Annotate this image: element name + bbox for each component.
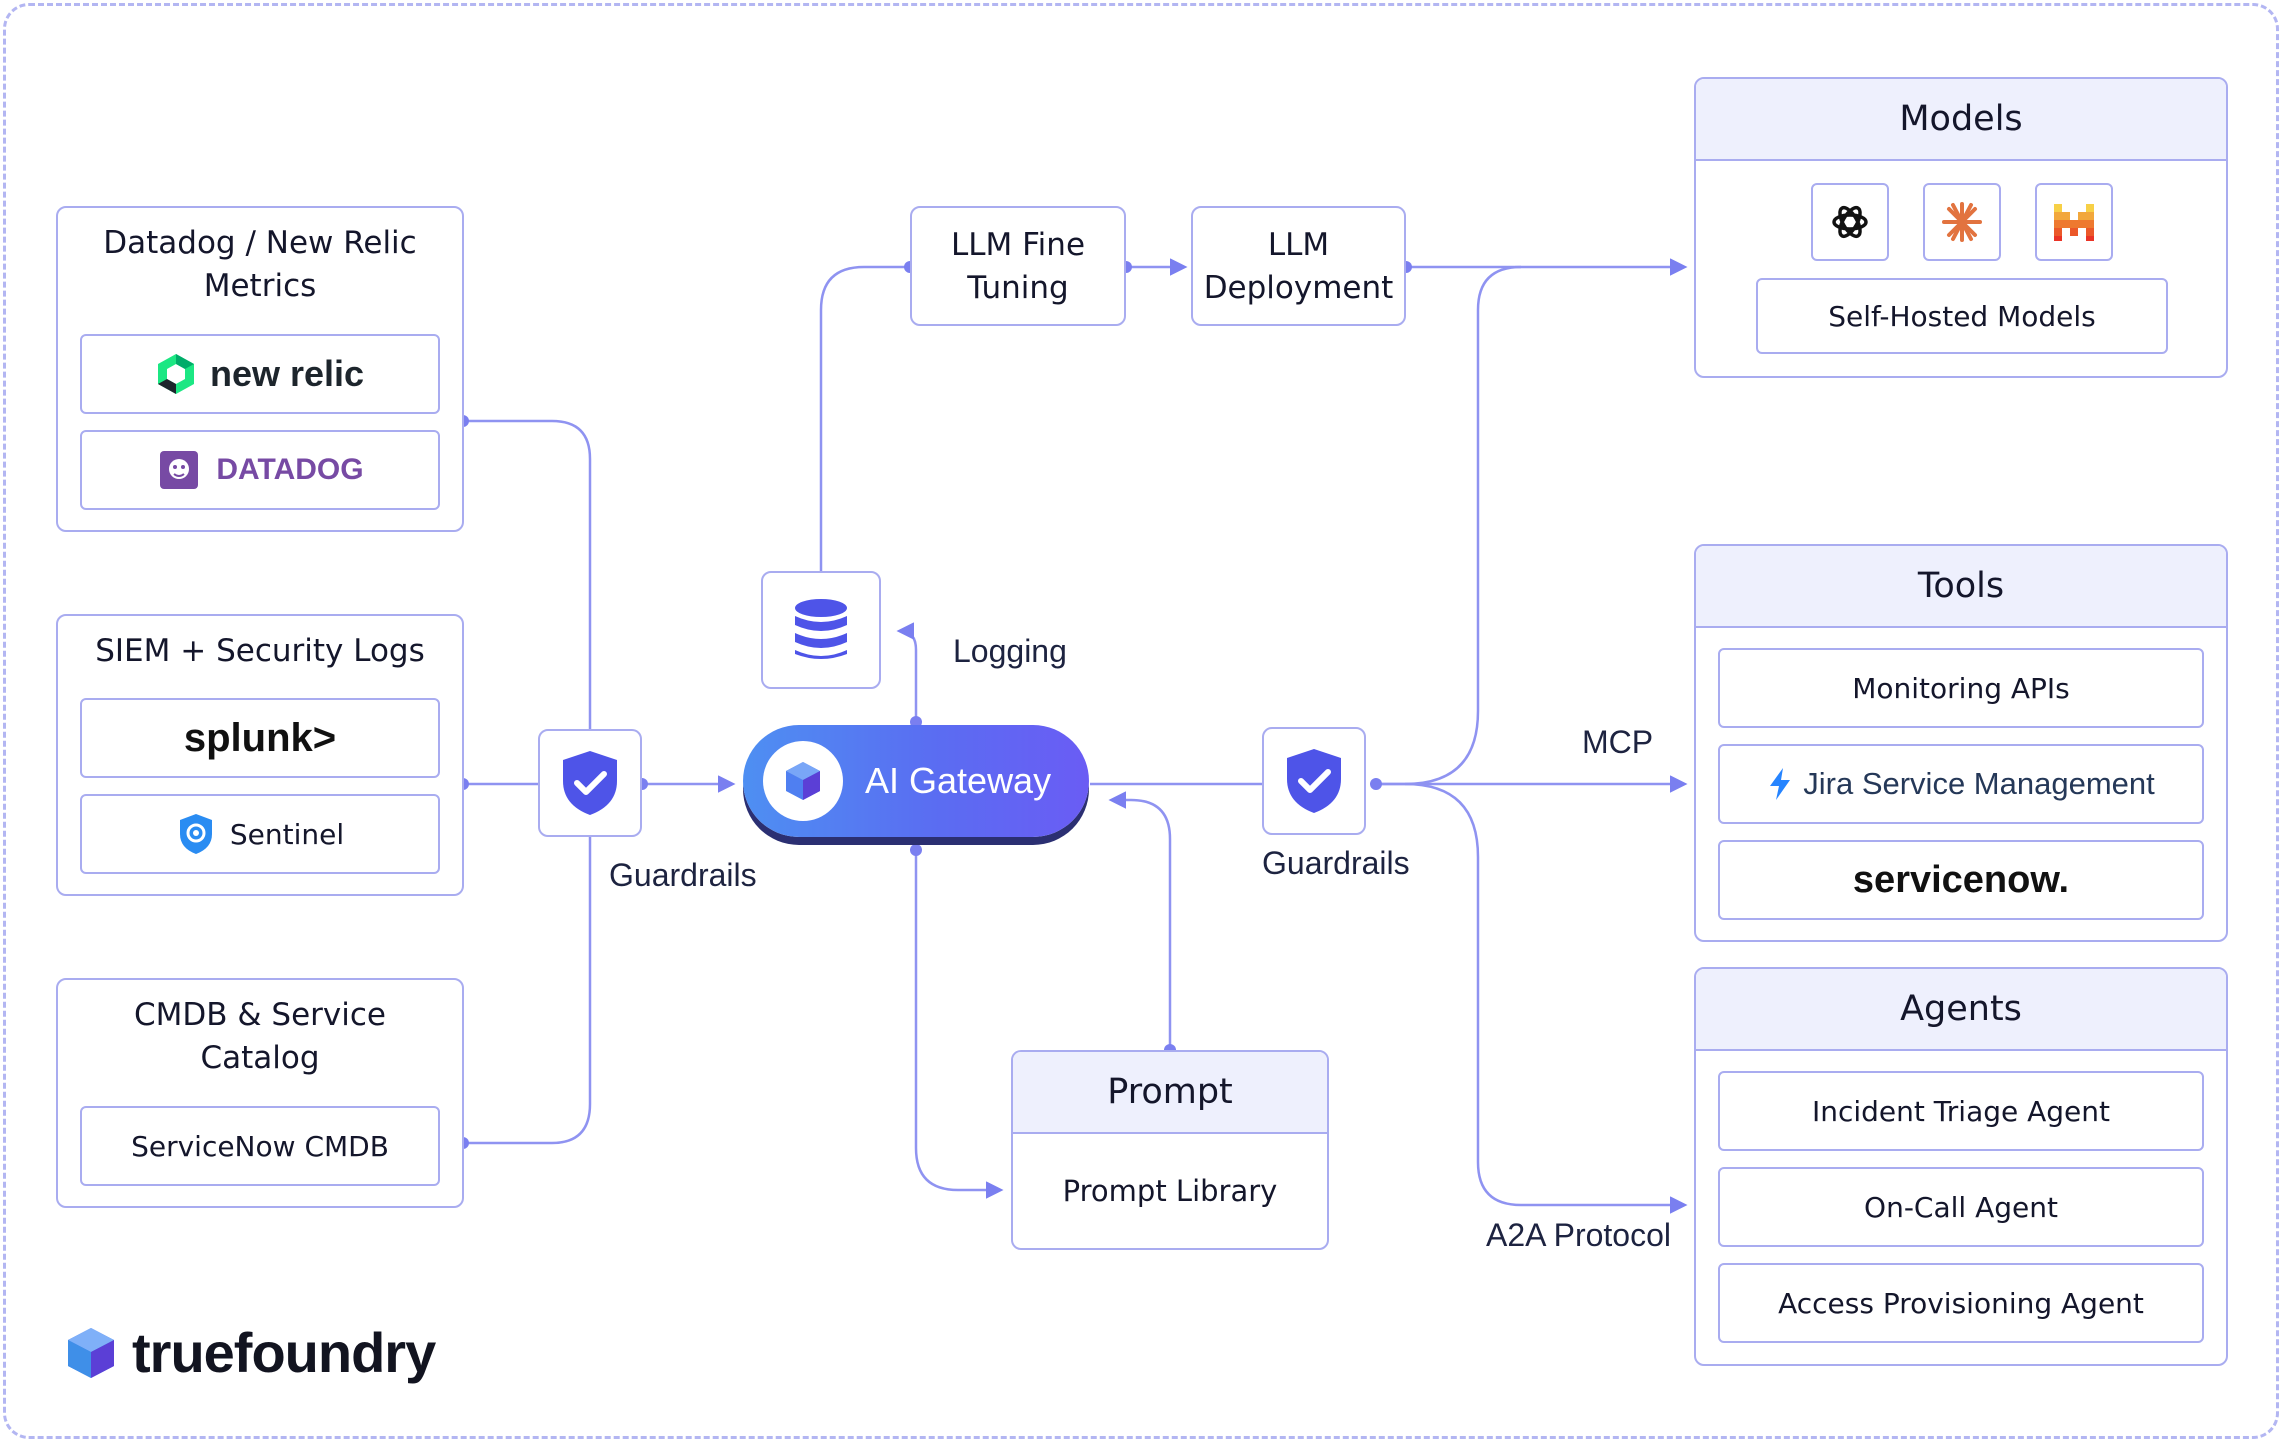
anthropic-icon[interactable] bbox=[1923, 183, 2001, 261]
observability-source-box: Datadog / New Relic Metrics new relic DA… bbox=[56, 206, 464, 532]
openai-icon[interactable] bbox=[1811, 183, 1889, 261]
jira-service-management-item[interactable]: Jira Service Management bbox=[1718, 744, 2204, 824]
guardrails-right-shield[interactable] bbox=[1262, 727, 1366, 835]
incident-triage-agent-label: Incident Triage Agent bbox=[1811, 1094, 2111, 1128]
wire-gateway-prompt bbox=[914, 850, 1004, 1199]
tools-header: Tools bbox=[1696, 546, 2226, 628]
newrelic-label: new relic bbox=[209, 353, 365, 394]
models-box: Models bbox=[1694, 77, 2228, 378]
wire-prompt-gateway bbox=[1108, 791, 1172, 1050]
guardrails-left-shield[interactable] bbox=[538, 729, 642, 837]
mistral-icon[interactable] bbox=[2035, 183, 2113, 261]
on-call-agent-label: On-Call Agent bbox=[1864, 1190, 2058, 1224]
prompt-library-item[interactable]: Prompt Library bbox=[1062, 1174, 1278, 1208]
wire-db-finetune bbox=[819, 265, 910, 571]
agents-box: Agents Incident Triage Agent On-Call Age… bbox=[1694, 967, 2228, 1366]
servicenow-cmdb-label: ServiceNow CMDB bbox=[131, 1129, 389, 1163]
ai-gateway-label: AI Gateway bbox=[865, 760, 1052, 801]
jira-bolt-icon bbox=[1770, 768, 1791, 800]
self-hosted-models-label: Self-Hosted Models bbox=[1828, 299, 2096, 333]
access-provisioning-agent-label: Access Provisioning Agent bbox=[1778, 1286, 2144, 1320]
llm-fine-tuning-label: LLM Fine Tuning bbox=[950, 227, 1086, 306]
shield-check-icon bbox=[563, 751, 617, 815]
datadog-item[interactable]: DATADOG bbox=[80, 430, 440, 510]
datadog-logo-icon bbox=[160, 451, 199, 489]
sentinel-shield-icon bbox=[179, 814, 212, 854]
newrelic-logo-icon bbox=[157, 354, 194, 394]
ai-gateway-node[interactable]: AI Gateway bbox=[743, 725, 1089, 837]
shield-check-icon-right bbox=[1287, 749, 1341, 813]
sentinel-label: Sentinel bbox=[229, 817, 345, 851]
jira-label: Jira Service Management bbox=[1803, 766, 2155, 801]
on-call-agent-item[interactable]: On-Call Agent bbox=[1718, 1167, 2204, 1247]
sentinel-item[interactable]: Sentinel bbox=[80, 794, 440, 874]
wire-to-agents bbox=[1404, 782, 1688, 1214]
datadog-label: DATADOG bbox=[216, 453, 364, 486]
agents-header: Agents bbox=[1696, 969, 2226, 1051]
logging-database[interactable] bbox=[761, 571, 881, 689]
logging-label: Logging bbox=[953, 633, 1067, 669]
prompt-box: Prompt Prompt Library bbox=[1011, 1050, 1329, 1250]
self-hosted-models-item[interactable]: Self-Hosted Models bbox=[1756, 278, 2168, 354]
diagram-frame bbox=[3, 3, 2279, 1439]
observability-title: Datadog / New Relic Metrics bbox=[103, 225, 417, 304]
truefoundry-wordmark: truefoundry bbox=[132, 1321, 436, 1384]
truefoundry-brand: truefoundry bbox=[64, 1320, 436, 1385]
splunk-label: splunk> bbox=[183, 715, 337, 760]
truefoundry-logo-icon bbox=[68, 1327, 114, 1378]
incident-triage-agent-item[interactable]: Incident Triage Agent bbox=[1718, 1071, 2204, 1151]
prompt-header: Prompt bbox=[1013, 1052, 1327, 1134]
mcp-label: MCP bbox=[1582, 724, 1654, 760]
monitoring-apis-label: Monitoring APIs bbox=[1852, 671, 2070, 705]
cmdb-source-box: CMDB & Service Catalog ServiceNow CMDB bbox=[56, 978, 464, 1208]
llm-deployment-box[interactable]: LLM Deployment bbox=[1191, 206, 1406, 326]
newrelic-item[interactable]: new relic bbox=[80, 334, 440, 414]
a2a-protocol-label: A2A Protocol bbox=[1486, 1217, 1671, 1253]
guardrails-right-label: Guardrails bbox=[1262, 845, 1410, 881]
splunk-item[interactable]: splunk> bbox=[80, 698, 440, 778]
guardrails-left-label: Guardrails bbox=[609, 857, 757, 893]
monitoring-apis-item[interactable]: Monitoring APIs bbox=[1718, 648, 2204, 728]
llm-deployment-label: LLM Deployment bbox=[1203, 227, 1394, 306]
servicenow-label: servicenow. bbox=[1852, 858, 2070, 901]
security-title: SIEM + Security Logs bbox=[95, 633, 425, 669]
database-icon bbox=[795, 599, 847, 659]
llm-fine-tuning-box[interactable]: LLM Fine Tuning bbox=[910, 206, 1126, 326]
gateway-logo-icon bbox=[763, 741, 843, 821]
cmdb-title: CMDB & Service Catalog bbox=[134, 997, 386, 1076]
access-provisioning-agent-item[interactable]: Access Provisioning Agent bbox=[1718, 1263, 2204, 1343]
servicenow-cmdb-item[interactable]: ServiceNow CMDB bbox=[80, 1106, 440, 1186]
servicenow-item[interactable]: servicenow. bbox=[1718, 840, 2204, 920]
wire-to-models bbox=[1376, 265, 1522, 786]
wire-logging bbox=[896, 622, 918, 722]
tools-box: Tools Monitoring APIs Jira Service Manag… bbox=[1694, 544, 2228, 942]
security-source-box: SIEM + Security Logs splunk> Sentinel bbox=[56, 614, 464, 896]
models-header: Models bbox=[1696, 79, 2226, 161]
